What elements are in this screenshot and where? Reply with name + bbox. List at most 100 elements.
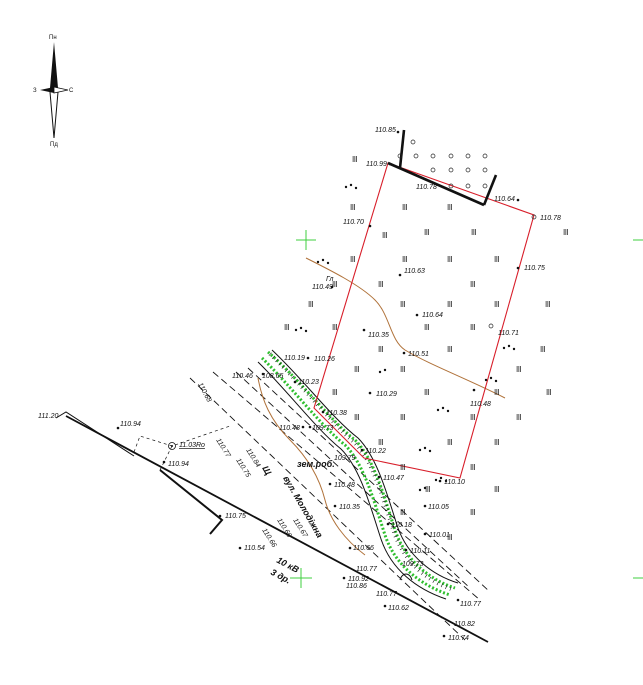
elevation-label: 110.05 (428, 504, 449, 511)
meadow-symbol: III (332, 280, 337, 289)
elevation-label: 108.65 (262, 373, 284, 380)
tree-symbol (465, 167, 471, 173)
shrub-symbol (316, 258, 330, 265)
road-elevation-label: 110.68 (196, 382, 212, 404)
meadow-symbol: III (354, 413, 359, 422)
building-wall (482, 174, 498, 206)
fence-line (55, 411, 135, 457)
meadow-symbol: III (378, 345, 383, 354)
meadow-symbol: III (447, 533, 452, 542)
shrub-symbol (434, 476, 448, 483)
elevation-label: 110.29 (376, 391, 397, 398)
meadow-symbol: III (540, 345, 545, 354)
meadow-symbol: III (332, 323, 337, 332)
shrub-symbol (378, 368, 387, 374)
tree-symbol (410, 139, 416, 145)
meadow-symbol: III (494, 300, 499, 309)
tree-symbol (430, 153, 436, 159)
elevation-label: 110.75 (225, 513, 246, 520)
meadow-symbol: III (447, 300, 452, 309)
elevation-label: 110.10 (444, 479, 465, 486)
meadow-symbol: III (400, 463, 405, 472)
meadow-symbol: III (332, 388, 337, 397)
elevation-label: 110.26 (314, 356, 335, 363)
road-edge-dashed (235, 371, 471, 589)
elevation-label: 110.94 (168, 461, 189, 468)
tree-symbol (430, 167, 436, 173)
tree-symbol (488, 323, 494, 329)
meadow-symbol: III (494, 485, 499, 494)
meadow-symbol: III (424, 228, 429, 237)
tree-symbol (465, 183, 471, 189)
tree-symbol (413, 153, 419, 159)
meadow-symbol: III (308, 300, 313, 309)
elevation-label: 110.92 (348, 576, 369, 583)
grid-cross (296, 230, 316, 250)
pit-label: Гл (326, 276, 334, 283)
compass-north-label: Пн (49, 35, 57, 41)
tree-symbol (482, 167, 488, 173)
meadow-symbol: III (516, 413, 521, 422)
street-code-label: Щ (260, 464, 273, 477)
meadow-symbol: III (494, 388, 499, 397)
tree-symbol (465, 153, 471, 159)
tree-symbol (397, 153, 403, 159)
compass-west-label: З (33, 88, 37, 94)
road-elevation-label: 110.84 (244, 447, 261, 469)
meadow-symbol: III (284, 323, 289, 332)
meadow-symbol: III (425, 485, 430, 494)
road-elevation-label: 110.66 (275, 517, 292, 539)
meadow-symbol: III (402, 255, 407, 264)
elevation-label: 110.77 (356, 566, 378, 573)
elevation-label: 110.99 (366, 161, 387, 168)
meadow-symbols: III III III III III III III III III III … (284, 155, 569, 542)
contour-line (257, 377, 366, 556)
elevation-label: 110.82 (454, 621, 475, 628)
meadow-symbol: III (354, 365, 359, 374)
shrub-symbol (294, 326, 308, 333)
fence-line (159, 469, 224, 535)
meadow-symbol: III (400, 365, 405, 374)
elevation-label: 110.85 (375, 127, 396, 134)
earthworks-label: зем.роб. (297, 459, 335, 469)
power-line (65, 415, 489, 643)
shrub-symbol (418, 446, 432, 453)
meadow-symbol: III (382, 231, 387, 240)
slope-top-line (271, 349, 459, 584)
elevation-label: 110.71 (498, 330, 519, 337)
meadow-symbol: III (378, 280, 383, 289)
road-elevation-labels: 110.68 110.77 110.84 110.75 110.67 110.6… (196, 382, 309, 549)
contour-line (305, 257, 506, 399)
meadow-symbol: III (400, 508, 405, 517)
elevation-label: 110.54 (244, 545, 265, 552)
meadow-symbol: III (563, 228, 568, 237)
meadow-symbol: III (447, 438, 452, 447)
shrub-symbols (294, 183, 516, 492)
meadow-symbol: III (545, 300, 550, 309)
grid-crosses (290, 230, 643, 588)
elevation-label: 110.78 (540, 215, 561, 222)
elevation-label: 110.77 (376, 591, 398, 598)
communication-line (159, 445, 173, 471)
elevation-label: 110.74 (448, 635, 469, 642)
elevation-label: 110.48 (334, 482, 355, 489)
shrub-symbol (418, 486, 427, 492)
meadow-symbol: III (470, 463, 475, 472)
survey-points (116, 130, 520, 638)
well-label: 11.03Ro (179, 442, 205, 449)
shrub-symbol (436, 406, 450, 413)
elevation-label: 110.86 (346, 583, 367, 590)
elevation-labels: 110.85 110.99 110.78 110.64 110.78 110.7… (38, 127, 561, 642)
elevation-label: 110.19 (284, 355, 305, 362)
elevation-label: 110.77 (460, 601, 482, 608)
culvert-symbol (399, 573, 413, 581)
grid-cross (290, 568, 312, 588)
elevation-label: 110.62 (388, 605, 409, 612)
elevation-label: 110.23 (298, 379, 319, 386)
compass-west-arrow (40, 87, 54, 93)
meadow-symbol: III (424, 323, 429, 332)
building-wall (398, 129, 406, 169)
meadow-symbol: III (378, 438, 383, 447)
shrub-symbol (484, 376, 498, 383)
road-elevation-label: 110.75 (234, 457, 251, 479)
